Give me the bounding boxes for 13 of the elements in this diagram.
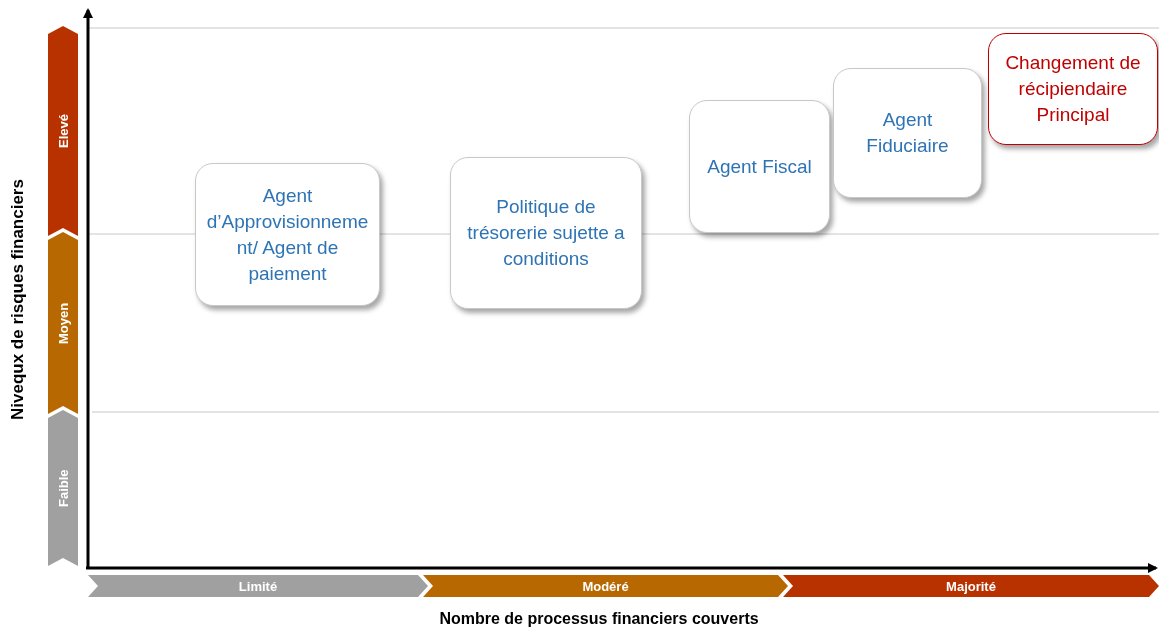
coverage-level-band: Limité — [88, 575, 428, 597]
rounded-box: Agent Fiscal — [689, 100, 830, 233]
coverage-level-band: Majorité — [783, 575, 1159, 597]
risk-level-band: Moyen — [48, 232, 78, 414]
rounded-box: Agent d’Approvisionnement/ Agent de paiement — [195, 163, 380, 306]
coverage-level-band: Modéré — [423, 575, 788, 597]
risk-level-band: Faible — [48, 410, 78, 566]
rounded-box: Changement de récipiendaire Principal — [988, 33, 1158, 145]
axis-title: Nivequx de risques financiers — [8, 178, 28, 423]
rounded-box: Politique de trésorerie sujette a conditions — [450, 157, 642, 309]
risk-level-band: Elevé — [48, 26, 78, 236]
rounded-box: Agent Fiduciaire — [833, 68, 982, 198]
axis-title: Nombre de processus financiers couverts — [438, 610, 760, 628]
